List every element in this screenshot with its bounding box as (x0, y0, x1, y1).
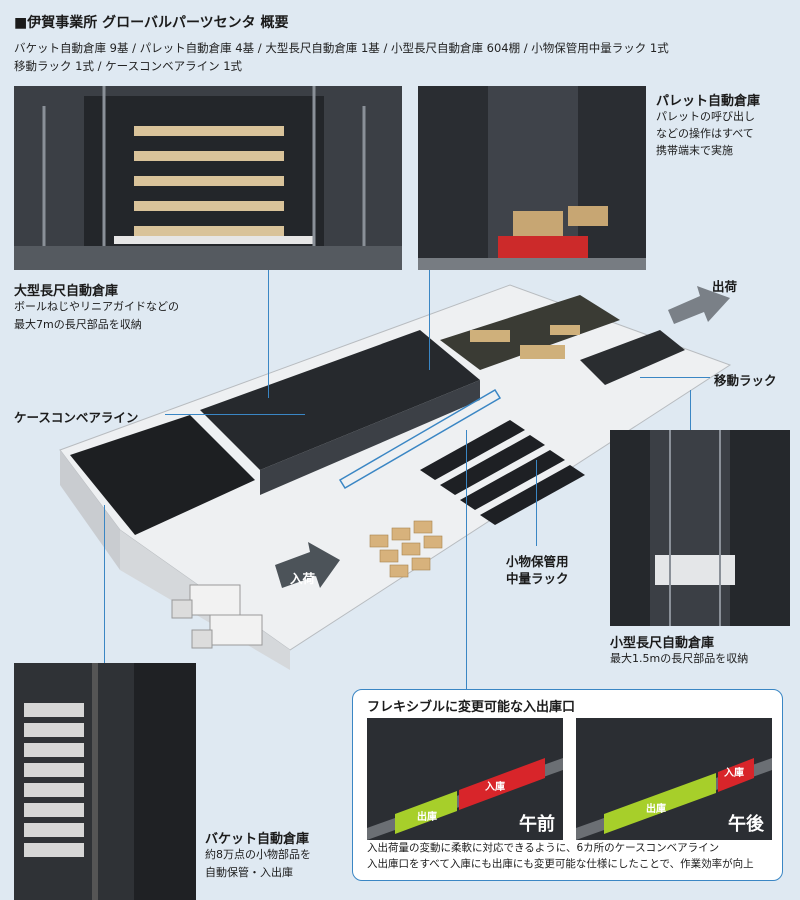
flexible-entrance-title: フレキシブルに変更可能な入出庫口 (367, 700, 576, 715)
leader-line-flex (466, 430, 467, 689)
morning-in-tag: 入庫 (485, 782, 505, 793)
receiving-label: 入荷 (290, 571, 316, 586)
shipping-label: 出荷 (712, 279, 738, 294)
pallet-warehouse-desc-3: 携帯端末で実施 (656, 144, 733, 157)
afternoon-out-tag: 出庫 (646, 804, 666, 815)
leader-line-pallet (429, 270, 430, 370)
medium-rack-label-1: 小物保管用 (506, 554, 569, 569)
small-warehouse-desc: 最大1.5mの長尺部品を収納 (610, 652, 749, 665)
bucket-warehouse-title: バケット自動倉庫 (205, 832, 310, 847)
bucket-warehouse-photo (14, 663, 196, 900)
pallet-warehouse-desc-1: パレットの呼び出し (656, 110, 755, 123)
mobile-rack-label: 移動ラック (714, 373, 777, 388)
large-warehouse-desc-1: ボールねじやリニアガイドなどの (14, 300, 179, 313)
conveyor-label: ケースコンベアライン (14, 410, 139, 425)
pallet-warehouse-photo (418, 86, 646, 270)
flexible-entrance-note-1: 入出荷量の変動に柔軟に対応できるように、6カ所のケースコンベアライン (367, 842, 720, 854)
bucket-warehouse-desc-1: 約8万点の小物部品を (205, 848, 311, 861)
afternoon-panel: 出庫 入庫 午後 (576, 718, 772, 840)
leader-line-conveyor (165, 414, 305, 415)
leader-line-large (268, 270, 269, 398)
summary-line-2: 移動ラック 1式 / ケースコンベアライン 1式 (14, 59, 243, 73)
leader-line-medium (536, 460, 537, 546)
flexible-entrance-note-2: 入出庫口をすべて入庫にも出庫にも変更可能な仕様にしたことで、作業効率が向上 (367, 858, 754, 870)
small-warehouse-title: 小型長尺自動倉庫 (610, 636, 715, 651)
leader-line-small (690, 390, 691, 430)
morning-out-tag: 出庫 (417, 812, 437, 823)
afternoon-in-tag: 入庫 (724, 768, 744, 779)
large-long-warehouse-photo (14, 86, 402, 270)
leader-line-mobile (640, 377, 710, 378)
morning-time: 午前 (519, 814, 555, 835)
large-warehouse-desc-2: 最大7mの長尺部品を収納 (14, 318, 142, 331)
pallet-warehouse-desc-2: などの操作はすべて (656, 127, 754, 140)
flexible-entrance-panel: フレキシブルに変更可能な入出庫口 出庫 入庫 午前 出庫 入庫 午後 入出荷量の… (352, 689, 783, 881)
morning-panel: 出庫 入庫 午前 (367, 718, 563, 840)
facility-isometric-illustration (40, 270, 760, 670)
medium-rack-label-2: 中量ラック (506, 571, 569, 586)
large-warehouse-title: 大型長尺自動倉庫 (14, 284, 119, 299)
leader-line-bucket (104, 505, 105, 663)
afternoon-time: 午後 (728, 814, 764, 835)
bucket-warehouse-desc-2: 自動保管・入出庫 (205, 866, 293, 879)
small-long-warehouse-photo (610, 430, 790, 626)
flexible-entrance-note: 入出荷量の変動に柔軟に対応できるように、6カ所のケースコンベアライン 入出庫口を… (367, 840, 777, 872)
pallet-warehouse-title: パレット自動倉庫 (656, 94, 761, 109)
page-title: ■伊賀事業所 グローバルパーツセンタ 概要 (14, 15, 289, 31)
summary-line-1: バケット自動倉庫 9基 / パレット自動倉庫 4基 / 大型長尺自動倉庫 1基 … (14, 41, 669, 55)
